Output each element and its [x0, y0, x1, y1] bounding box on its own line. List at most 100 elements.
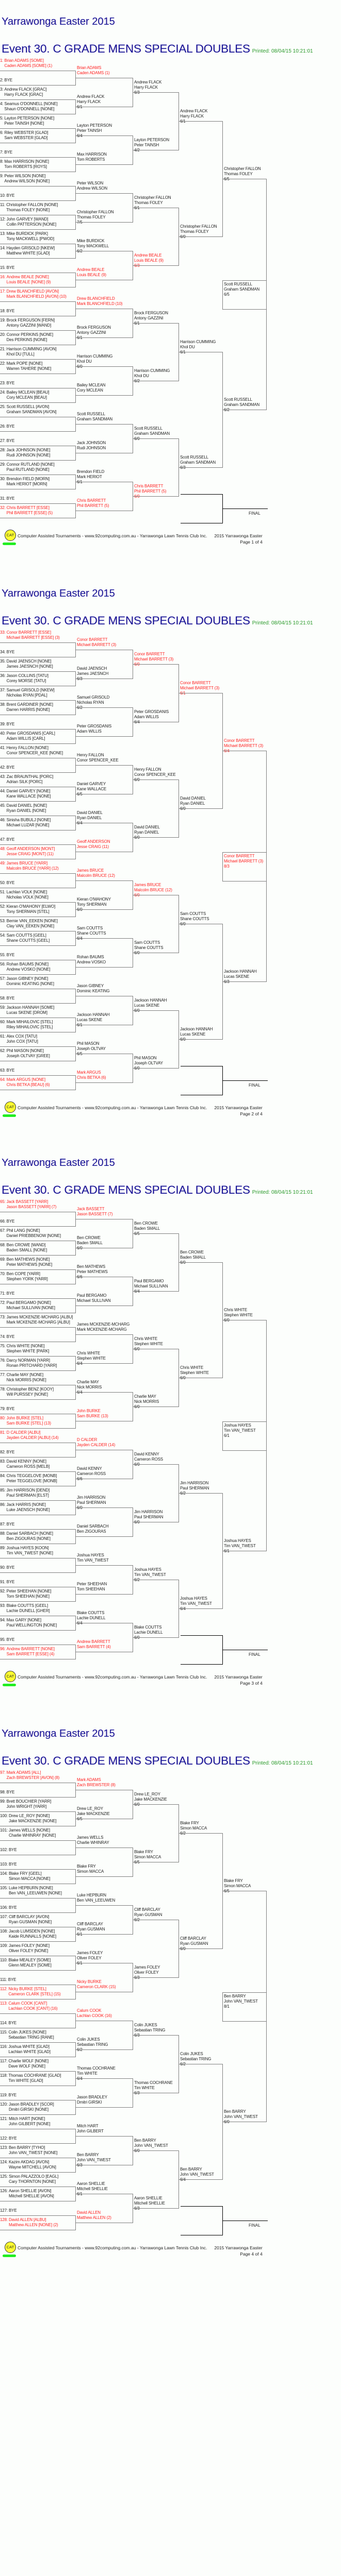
entry-names: D CALDER [ALBU]Jayden CALDER [ALBU] (14) — [7, 1430, 59, 1440]
player-name: Matthew WHITE [GLAD] — [6, 251, 50, 256]
draw-position: 38: — [0, 702, 6, 707]
bracket-line — [222, 981, 267, 982]
player-name: Sam COUTTS — [180, 911, 206, 916]
player-name: Seamus O'DONNELL [NONE] — [4, 101, 58, 106]
player-name: Tim VAN_TWEST — [77, 1558, 109, 1563]
player-name: Jackson HANNAH — [180, 1027, 213, 1031]
draw-entry: 37:Samuel GRISOLD [NKEW]Nicholas RYAN [P… — [0, 688, 55, 698]
bracket-line — [133, 496, 179, 497]
draw-position: 71: — [0, 1291, 6, 1296]
player-name: Adam WILLIS — [134, 715, 159, 719]
draw-position: 19: — [0, 318, 6, 323]
player-name: Cliff BARCLAY — [180, 1936, 206, 1941]
draw-entry: 19:Brock FERGUSON [FERN]Antony GAZZINI [… — [0, 318, 55, 328]
player-name: John VAN_TWEST — [224, 2114, 258, 2119]
player-name: Zac BRAUNTHAL [PORC] — [6, 774, 54, 779]
player-name: Harrison CUMMING — [134, 368, 170, 373]
player-name: Andrew BEALE — [134, 253, 162, 258]
entry-names: Mark ADAMS [ALL]Zach BREWSTER [AVON] (8) — [7, 1770, 60, 1781]
player-name: Andrew FLACK — [180, 109, 208, 113]
bracket-line — [75, 2136, 133, 2137]
draw-entry: 77:Charlie MAY [NONE]Nick MORRIS [NONE] — [0, 1372, 46, 1383]
match-score: 6/0 — [77, 364, 112, 369]
player-name: Scott RUSSELL — [224, 397, 252, 402]
bracket-line — [0, 99, 76, 100]
player-name: Blake FRY — [180, 1821, 199, 1825]
player-name: Aaron SHELLIE — [77, 2181, 105, 2186]
player-name: Zach BREWSTER (8) — [77, 1783, 116, 1787]
entry-names: Christopher BENZ [KOOY]Will PURSSEY [NON… — [7, 1387, 54, 1397]
bracket-line — [266, 751, 267, 982]
draw-entry: 94:Max GARY [NONE]Paul WELLINGTON [NONE] — [0, 1618, 57, 1628]
player-name: Joshua WHITE [GLAD] — [8, 2044, 50, 2049]
page-number: Page 1 of 4 — [240, 539, 263, 545]
player-name: Rudi JOHNSON [NONE] — [6, 453, 51, 457]
draw-position: 112: — [0, 1987, 8, 1991]
player-name: Mark MIHAILOVIC [STEL] — [6, 1020, 53, 1024]
bracket-line — [266, 179, 267, 410]
entry-names: BYE — [7, 496, 15, 501]
draw-entry: 72:Paul BERGAMO [NONE]Michael SULLIVAN [… — [0, 1300, 55, 1311]
player-name: Chris WHITE [NONE] — [6, 1344, 45, 1348]
player-name: Conor BARRETT — [224, 854, 255, 858]
player-name: Andrew FLACK [GRAC] — [4, 87, 47, 92]
player-name: Stephen YORK [YARR] — [6, 1277, 48, 1281]
player-name: Charlie MAY [NONE] — [6, 1372, 43, 1377]
draw-position: 25: — [0, 404, 6, 409]
bracket-line — [75, 2049, 133, 2050]
bracket-line — [0, 2215, 76, 2216]
match-score — [77, 1990, 116, 1995]
player-name: James WELLS [NONE] — [8, 1828, 50, 1833]
draw-entry: 101:James WELLS [NONE]Charlie WHINRAY [N… — [0, 1828, 56, 1838]
player-name: Alex COX [TATU] — [6, 1034, 37, 1039]
bracket-line — [0, 460, 76, 461]
bracket-line — [0, 1298, 76, 1299]
player-name: Daniel SARBACH [NONE] — [6, 1531, 53, 1536]
player-name: Adrian SILK [PORC] — [6, 779, 43, 784]
draw-entry: 89:Joshua HAYES [KOON]Tim VAN_TWEST [NON… — [0, 1546, 53, 1556]
player-name: Tony MACKWELL [PWOD] — [6, 236, 54, 241]
match-score: 6/5 — [134, 1231, 160, 1236]
player-name: Kane WALLACE — [77, 787, 107, 791]
bracket-line — [0, 1840, 76, 1841]
player-name: Tom SHEEHAN — [77, 1587, 105, 1591]
match-score: 6/3 — [134, 2091, 173, 2096]
bracket-line — [0, 1370, 76, 1371]
draw-entry: 30:Brendon FIELD [MORN]Mark HERIOT [MORN… — [0, 477, 50, 487]
player-name: Caden ADAMS (1) — [77, 71, 110, 75]
bracket-line — [0, 1046, 76, 1047]
match-score: 6/0 — [134, 835, 160, 840]
player-name: Paul SHERMAN — [77, 1500, 106, 1505]
bracket-line — [0, 330, 76, 331]
player-name: Aaron SHELLIE — [134, 2196, 163, 2200]
player-name: Baden SMALL — [77, 1241, 103, 1245]
match-score: 6/3 — [134, 2206, 165, 2211]
player-name: Thomas COCHRANE — [134, 2080, 173, 2085]
entry-names: BYE — [7, 438, 15, 444]
match-score: 6/3 — [180, 465, 216, 470]
player-name: John GILBERT — [77, 2129, 104, 2133]
draw-position: 23: — [0, 381, 6, 385]
player-name: Chris WHITE — [224, 1308, 248, 1312]
match-score: 6/0 — [180, 234, 217, 240]
player-name: Tim VAN_TWEST [NONE] — [6, 1551, 53, 1555]
entry-names: Peter GROSDANIS [CARL]Adam WILLIS [CARL] — [7, 731, 55, 741]
player-name: Wayne MITCHELL [AVON] — [8, 2165, 56, 2170]
draw-position: 52: — [0, 904, 6, 909]
player-name: Oliver FOLEY — [134, 1970, 159, 1975]
player-name: Warren TAHERE [NONE] — [6, 366, 52, 371]
player-name: BYE — [8, 2093, 17, 2097]
